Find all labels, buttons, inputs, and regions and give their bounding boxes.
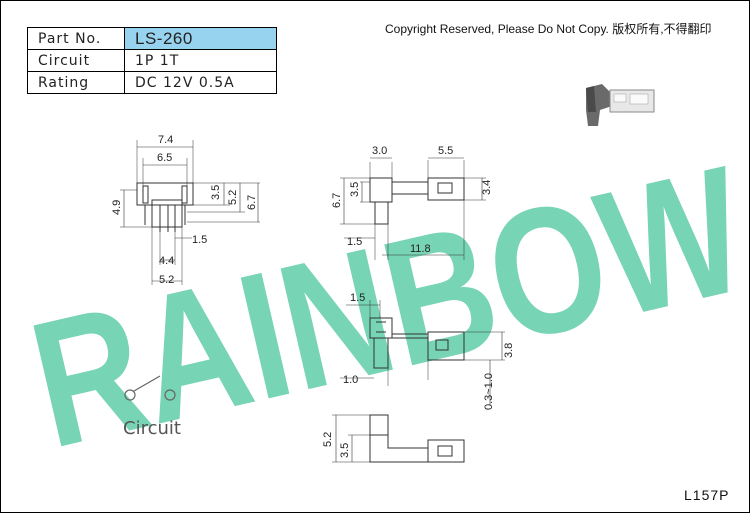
dim-side-offset: 1.5	[347, 236, 362, 248]
dim-front-pin-span: 4.4	[159, 255, 174, 267]
spec-table: Part No. LS-260 Circuit 1P 1T Rating DC …	[27, 27, 277, 94]
dim-bottom-b: 3.5	[339, 443, 351, 458]
dim-front-offset: 1.5	[192, 234, 207, 246]
dim-top-range: 0.3~1.0	[483, 373, 495, 410]
dim-top-right: 3.8	[503, 343, 515, 358]
dim-side-left-a: 3.5	[349, 182, 361, 197]
dim-front-height-a: 3.5	[210, 185, 222, 200]
product-photo	[586, 84, 655, 126]
dim-bottom-a: 5.2	[322, 432, 334, 447]
bottom-view	[332, 414, 465, 463]
circuit-row: Circuit 1P 1T	[27, 49, 277, 72]
model-code: L157P	[684, 487, 730, 503]
rating-value: DC 12V 0.5A	[124, 71, 277, 94]
side-view	[340, 157, 486, 260]
side-view-dimensions: 3.0 5.5 3.5 6.7 3.4 1.5 11.8	[331, 145, 493, 255]
top-view-dimensions: 1.5 3.8 1.0 0.3~1.0	[343, 292, 515, 410]
bottom-view-dimensions: 5.2 3.5	[322, 432, 351, 458]
dim-side-top: 3.0	[372, 145, 387, 157]
dim-side-total: 11.8	[410, 243, 431, 255]
part-no-value: LS-260	[124, 27, 277, 50]
top-view	[340, 300, 505, 405]
dim-top-bottom-left: 1.0	[343, 374, 358, 386]
circuit-value: 1P 1T	[124, 49, 277, 72]
front-view-dimensions: 7.4 6.5 4.9 3.5 5.2 6.7 1.5 4.4 5.2	[111, 134, 258, 286]
rating-label: Rating	[27, 71, 125, 94]
dim-side-right: 3.4	[481, 180, 493, 195]
dim-front-height-total: 4.9	[111, 200, 123, 215]
dim-side-connector-width: 5.5	[438, 145, 453, 157]
dim-front-base-width: 5.2	[159, 274, 174, 286]
copyright-notice: Copyright Reserved, Please Do Not Copy. …	[385, 22, 712, 36]
front-view	[120, 140, 260, 285]
dim-top-offset: 1.5	[350, 292, 365, 304]
dim-side-left-b: 6.7	[331, 193, 343, 208]
circuit-symbol-label: Circuit	[123, 418, 181, 439]
dim-front-width-outer: 7.4	[158, 134, 173, 146]
dim-front-height-b: 5.2	[227, 190, 239, 205]
dim-front-width-inner: 6.5	[157, 152, 172, 164]
circuit-symbol	[124, 375, 176, 401]
dim-front-height-c: 6.7	[246, 195, 258, 210]
rating-row: Rating DC 12V 0.5A	[27, 71, 277, 94]
